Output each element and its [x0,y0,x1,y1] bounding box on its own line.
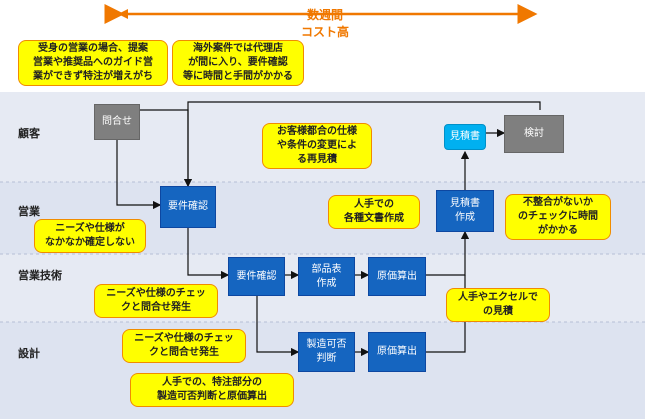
req-tech-label: 要件確認 [236,270,277,282]
note-overseas-line-3: 等に時間と手間がかかる [183,71,293,82]
note-needs-undecided: ニーズや仕様が なかなか確定しない [34,219,146,253]
note-check-inquiry-design: ニーズや仕様のチェッ クと問合せ発生 [122,329,246,363]
note-check-inquiry-tech-line-2: クと問合せ発生 [121,302,191,313]
mfg-box: 製造可否 判断 [298,332,355,372]
note-check-inquiry-tech: ニーズや仕様のチェッ クと問合せ発生 [94,284,218,318]
bom-line-1: 部品表 [311,263,342,275]
note-check-inquiry-design-line-2: クと問合せ発生 [149,347,219,358]
estimate-small-box: 見積書 [444,124,486,150]
mfg-line-1: 製造可否 [306,339,347,350]
note-manual-mfg: 人手での、特注部分の 製造可否判断と原価算出 [130,373,294,407]
note-overseas-line-1: 海外案件では代理店 [193,43,283,54]
note-passive-sales-line-2: 営業や推奨品へのガイド営 [33,57,153,68]
note-manual-mfg-line-2: 製造可否判断と原価算出 [157,391,267,402]
cost-tech-box: 原価算出 [368,257,426,296]
req-sales-label: 要件確認 [168,201,208,212]
estimate-make-box: 見積書 作成 [436,190,494,232]
note-excel-estimate-line-2: の見積 [483,306,513,317]
note-manual-docs: 人手での 各種文書作成 [328,195,420,229]
note-passive-sales: 受身の営業の場合、提案 営業や推奨品へのガイド営 業ができず特注が増えがち [18,40,168,86]
note-passive-sales-line-3: 業ができず特注が増えがち [33,71,153,82]
note-re-estimate: お客様都合の仕様 や条件の変更によ る再見積 [262,123,372,169]
note-check-inquiry-design-line-1: ニーズや仕様のチェッ [134,333,234,344]
note-re-estimate-line-3: る再見積 [297,154,337,165]
lane-label-sales: 営業 [18,205,40,218]
lane-label-customer: 顧客 [18,127,40,140]
note-overseas-line-2: が間に入り、要件確認 [188,57,288,68]
estimate-make-line-2: 作成 [455,212,475,223]
bom-box: 部品表 作成 [298,257,355,296]
note-manual-docs-line-2: 各種文書作成 [344,213,404,224]
note-excel-estimate: 人手やエクセルで の見積 [446,288,550,322]
estimate-small-label: 見積書 [450,131,480,142]
review-box: 検討 [504,115,564,153]
bom-line-2: 作成 [316,277,337,289]
note-consistency-check-line-1: 不整合がないか [523,197,593,208]
note-needs-undecided-line-1: ニーズや仕様が [55,223,125,234]
note-re-estimate-line-1: お客様都合の仕様 [277,126,357,137]
note-re-estimate-line-2: や条件の変更によ [277,140,357,151]
note-overseas: 海外案件では代理店 が間に入り、要件確認 等に時間と手間がかかる [172,40,304,86]
lane-label-design: 設計 [18,347,40,360]
cost-design-label: 原価算出 [377,346,417,357]
header-line-2: コスト高 [300,25,349,39]
note-consistency-check: 不整合がないか のチェックに時間 がかかる [505,194,611,240]
estimate-make-line-1: 見積書 [450,198,480,209]
mfg-line-2: 判断 [316,353,337,364]
inquiry-box: 問合せ [94,104,140,140]
note-manual-mfg-line-1: 人手での、特注部分の [162,377,262,388]
note-consistency-check-line-3: がかかる [538,225,578,236]
note-consistency-check-line-2: のチェックに時間 [518,211,598,222]
note-check-inquiry-tech-line-1: ニーズや仕様のチェッ [106,288,206,299]
note-excel-estimate-line-1: 人手やエクセルで [458,292,538,303]
lane-label-sales-engineering: 営業技術 [18,269,62,282]
note-manual-docs-line-1: 人手での [354,199,394,210]
note-passive-sales-line-1: 受身の営業の場合、提案 [38,43,148,54]
req-sales-box: 要件確認 [160,186,216,228]
note-needs-undecided-line-2: なかなか確定しない [45,237,135,248]
req-tech-box: 要件確認 [228,257,285,296]
cost-design-box: 原価算出 [368,332,426,372]
inquiry-label: 問合せ [102,116,132,127]
cost-tech-label: 原価算出 [377,270,417,282]
review-label: 検討 [524,128,544,139]
